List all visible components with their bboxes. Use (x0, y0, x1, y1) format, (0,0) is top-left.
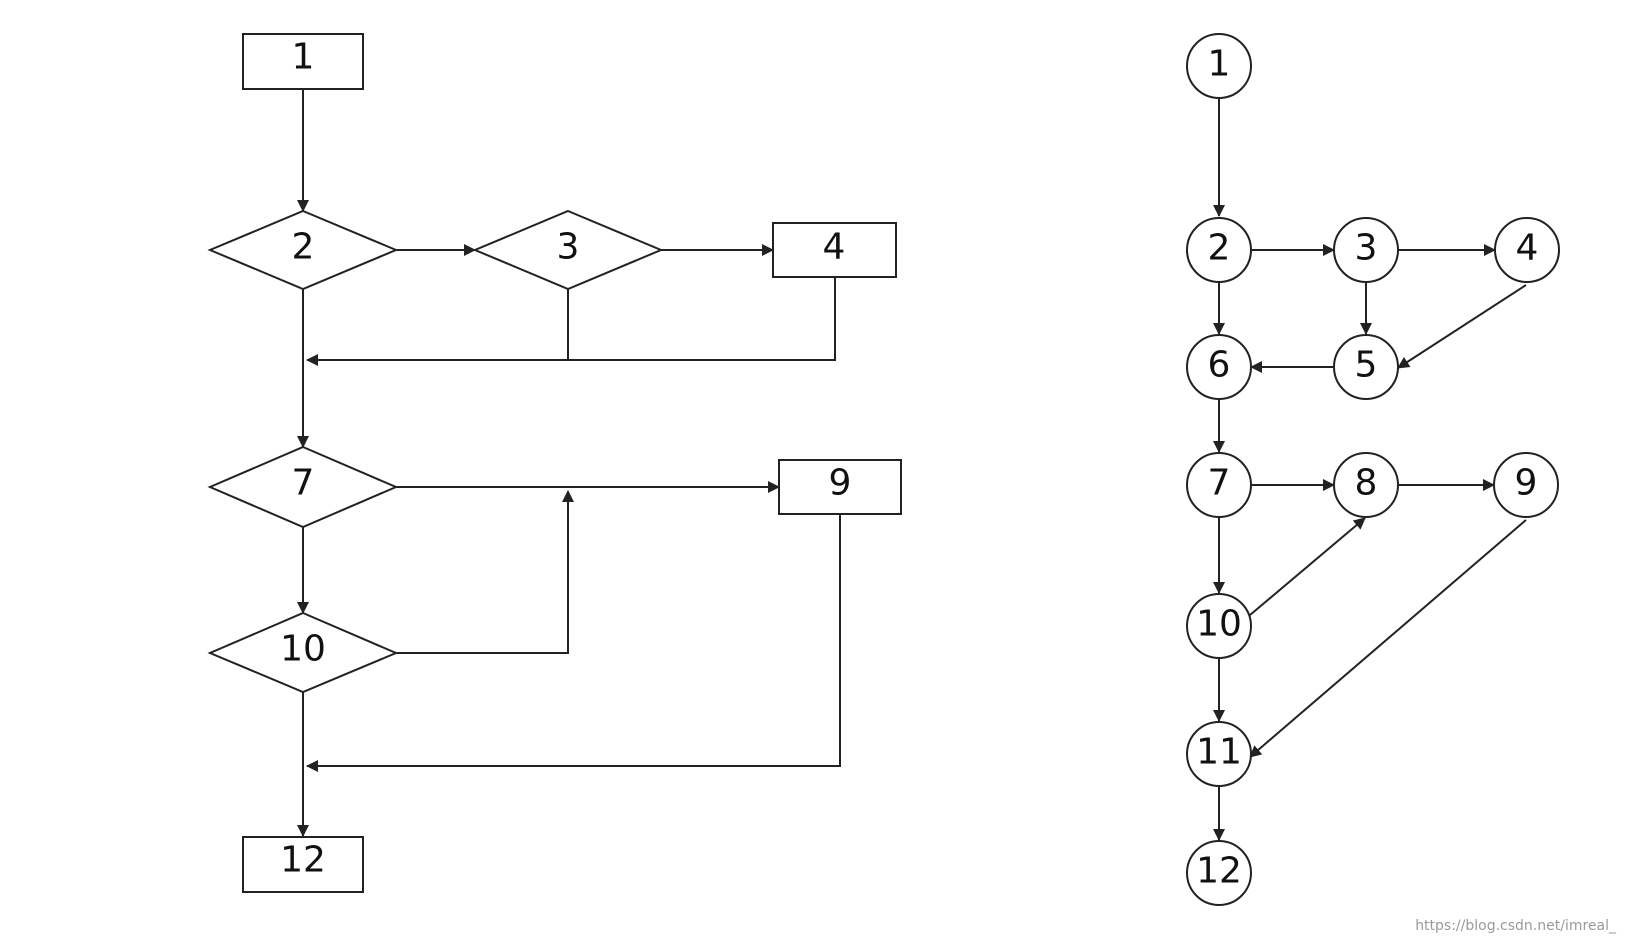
fc-edge-10-9 (396, 490, 574, 654)
fg-node-1: 1 (1186, 33, 1252, 99)
fg-node-6: 6 (1186, 334, 1252, 400)
flowchart-node-10: 10 (207, 611, 399, 694)
fg-node-5: 5 (1333, 334, 1399, 400)
flow-graph: 1 2 3 4 5 6 7 (1186, 33, 1560, 906)
fg-node-3-label: 3 (1355, 228, 1378, 269)
fg-node-7: 7 (1186, 452, 1252, 518)
flowchart: 1 2 3 4 7 9 10 (207, 33, 902, 893)
fc-node-2-label: 2 (292, 227, 315, 268)
fg-node-2-label: 2 (1208, 228, 1231, 269)
flowchart-node-2: 2 (207, 209, 399, 291)
fg-node-8-label: 8 (1355, 463, 1378, 504)
fc-edge-4-merge (306, 277, 836, 366)
fg-node-8: 8 (1333, 452, 1399, 518)
fc-node-4-label: 4 (823, 227, 846, 268)
watermark: https://blog.csdn.net/imreal_ (1415, 918, 1616, 934)
fg-node-4-label: 4 (1516, 228, 1539, 269)
fc-edge-9-merge (306, 514, 841, 772)
flowchart-node-3: 3 (472, 209, 664, 291)
fc-node-9-label: 9 (829, 463, 852, 504)
fg-node-6-label: 6 (1208, 345, 1231, 386)
fg-node-9: 9 (1493, 452, 1559, 518)
fg-node-9-label: 9 (1515, 463, 1538, 504)
fg-edge-9-11 (1249, 519, 1527, 758)
fc-node-1-label: 1 (292, 37, 315, 78)
fg-node-2: 2 (1186, 217, 1252, 283)
fg-node-5-label: 5 (1355, 345, 1378, 386)
fc-node-7-label: 7 (292, 463, 315, 504)
fc-node-3-label: 3 (557, 227, 580, 268)
flowchart-node-12: 12 (242, 836, 364, 893)
fc-node-10-label: 10 (280, 629, 326, 670)
flowchart-edges (297, 90, 841, 837)
fg-node-12-label: 12 (1196, 851, 1242, 892)
fg-node-11-label: 11 (1196, 732, 1242, 773)
flowchart-node-9: 9 (778, 459, 902, 515)
fg-edge-10-8 (1249, 517, 1366, 616)
fc-node-12-label: 12 (280, 840, 326, 881)
flow-graph-edges (1213, 99, 1527, 841)
fg-node-10-label: 10 (1196, 604, 1242, 645)
fg-node-4: 4 (1494, 217, 1560, 283)
flowchart-node-1: 1 (242, 33, 364, 90)
fg-node-10: 10 (1186, 593, 1252, 659)
fg-node-3: 3 (1333, 217, 1399, 283)
fg-node-11: 11 (1186, 721, 1252, 787)
fg-edge-4-5 (1397, 284, 1527, 369)
fg-node-12: 12 (1186, 840, 1252, 906)
flowchart-node-4: 4 (772, 222, 897, 278)
fg-node-1-label: 1 (1208, 44, 1231, 85)
fg-node-7-label: 7 (1208, 463, 1231, 504)
flowchart-node-7: 7 (207, 445, 399, 529)
